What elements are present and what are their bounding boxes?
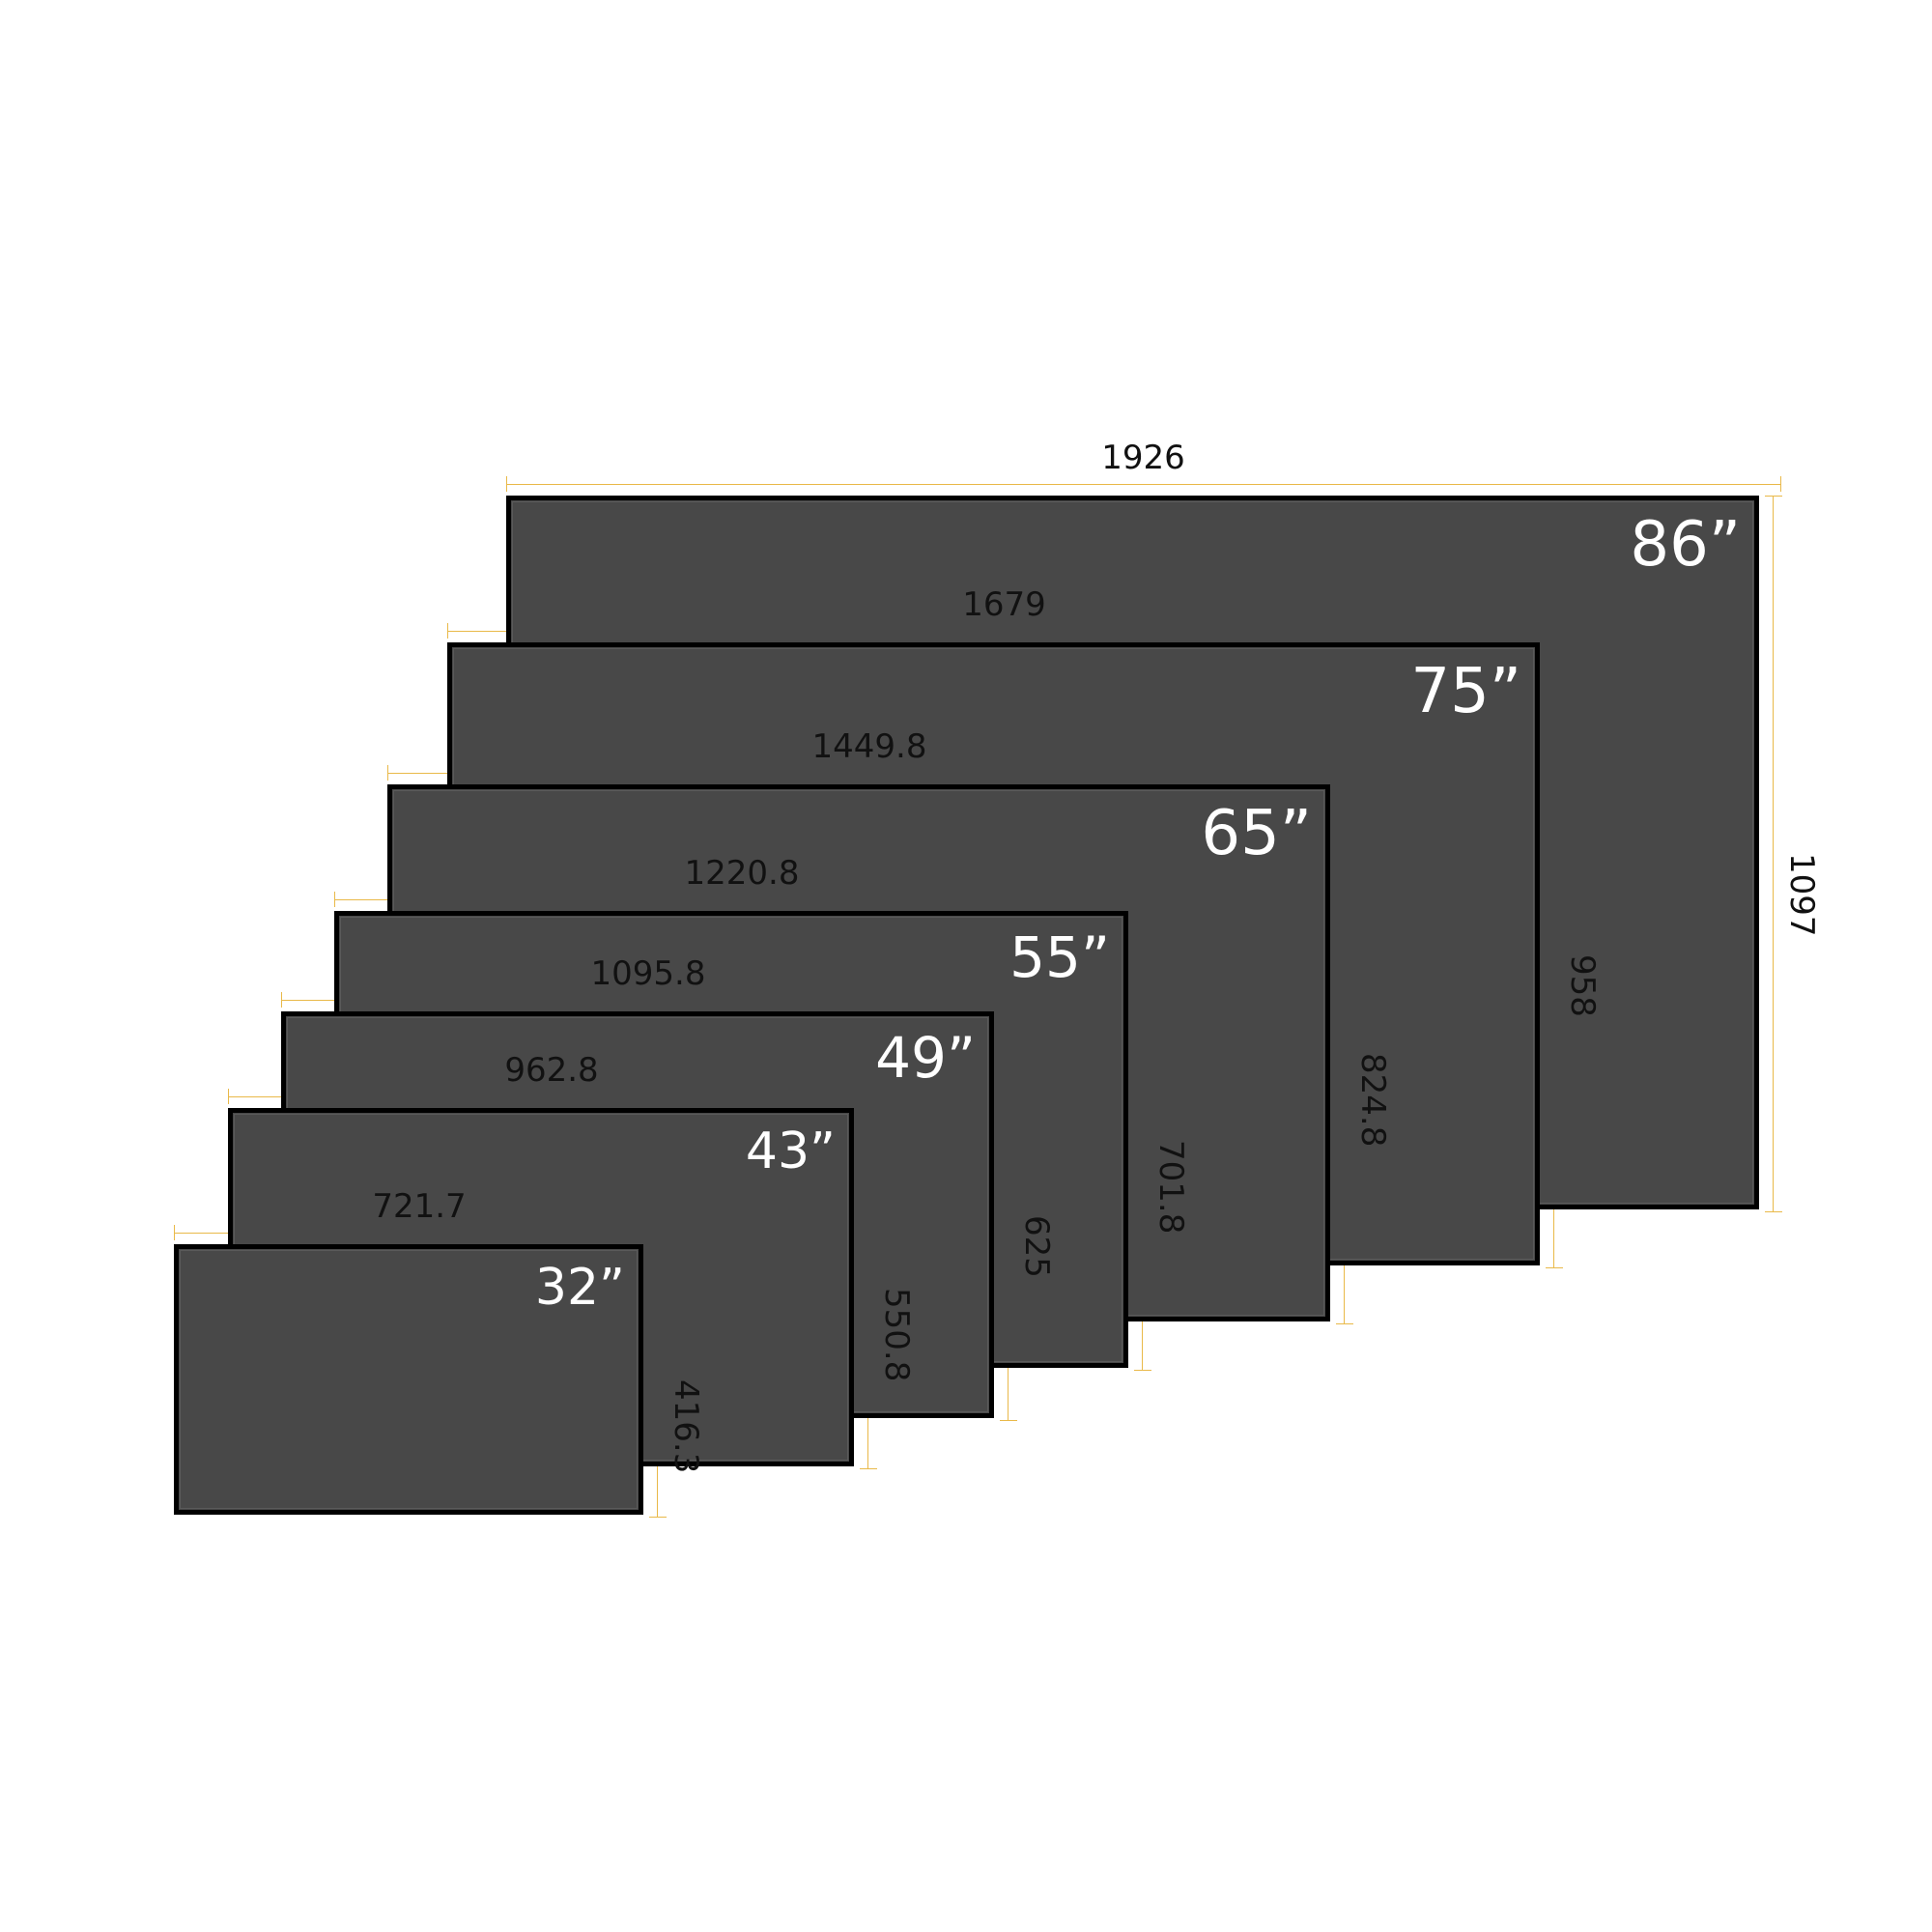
dimension-line: [228, 1089, 229, 1104]
tv-32-size-label: 32”: [534, 1259, 625, 1317]
tv-86-width-label: 1926: [1101, 439, 1185, 477]
tv-65-size-label: 65”: [1201, 798, 1312, 869]
tv-86-size-label: 86”: [1630, 509, 1741, 581]
dimension-line: [1780, 476, 1781, 492]
dimension-line: [649, 1517, 667, 1518]
dimension-line: [506, 476, 507, 492]
tv-75-height-label: 958: [1563, 953, 1602, 1017]
dimension-line: [387, 765, 388, 781]
tv-43-height-label: 550.8: [877, 1287, 916, 1381]
tv-65-height-label: 824.8: [1353, 1053, 1392, 1148]
dimension-line: [860, 1468, 877, 1469]
dimension-line: [1000, 1420, 1017, 1421]
tv-32-height-label: 416.3: [667, 1379, 705, 1474]
tv-49-width-label: 1095.8: [590, 954, 706, 993]
tv-49-height-label: 625: [1017, 1214, 1056, 1278]
tv-43-width-label: 962.8: [504, 1051, 599, 1090]
tv-86-height-label: 1097: [1782, 852, 1821, 937]
tv-49-size-label: 49”: [875, 1025, 976, 1091]
tv-75-size-label: 75”: [1410, 656, 1521, 727]
tv-55-size-label: 55”: [1009, 924, 1110, 990]
dimension-line: [1134, 1370, 1151, 1371]
tv-43-size-label: 43”: [745, 1122, 836, 1180]
tv-75-width-label: 1679: [962, 585, 1046, 624]
dimension-line: [281, 992, 282, 1008]
tv-65-width-label: 1449.8: [811, 727, 927, 766]
tv-32-screen: 32”: [174, 1244, 643, 1515]
tv-55-width-label: 1220.8: [684, 854, 800, 893]
dimension-line: [334, 892, 335, 907]
dimension-line: [447, 623, 448, 639]
dimension-line: [174, 1225, 175, 1240]
dimension-line: [1546, 1267, 1563, 1268]
dimension-line: [1765, 1211, 1782, 1212]
dimension-line: [1773, 496, 1774, 1211]
dimension-line: [506, 484, 1780, 485]
dimension-line: [1336, 1323, 1353, 1324]
dimension-line: [1765, 496, 1782, 497]
tv-32-width-label: 721.7: [372, 1187, 467, 1226]
tv-55-height-label: 701.8: [1151, 1139, 1190, 1234]
